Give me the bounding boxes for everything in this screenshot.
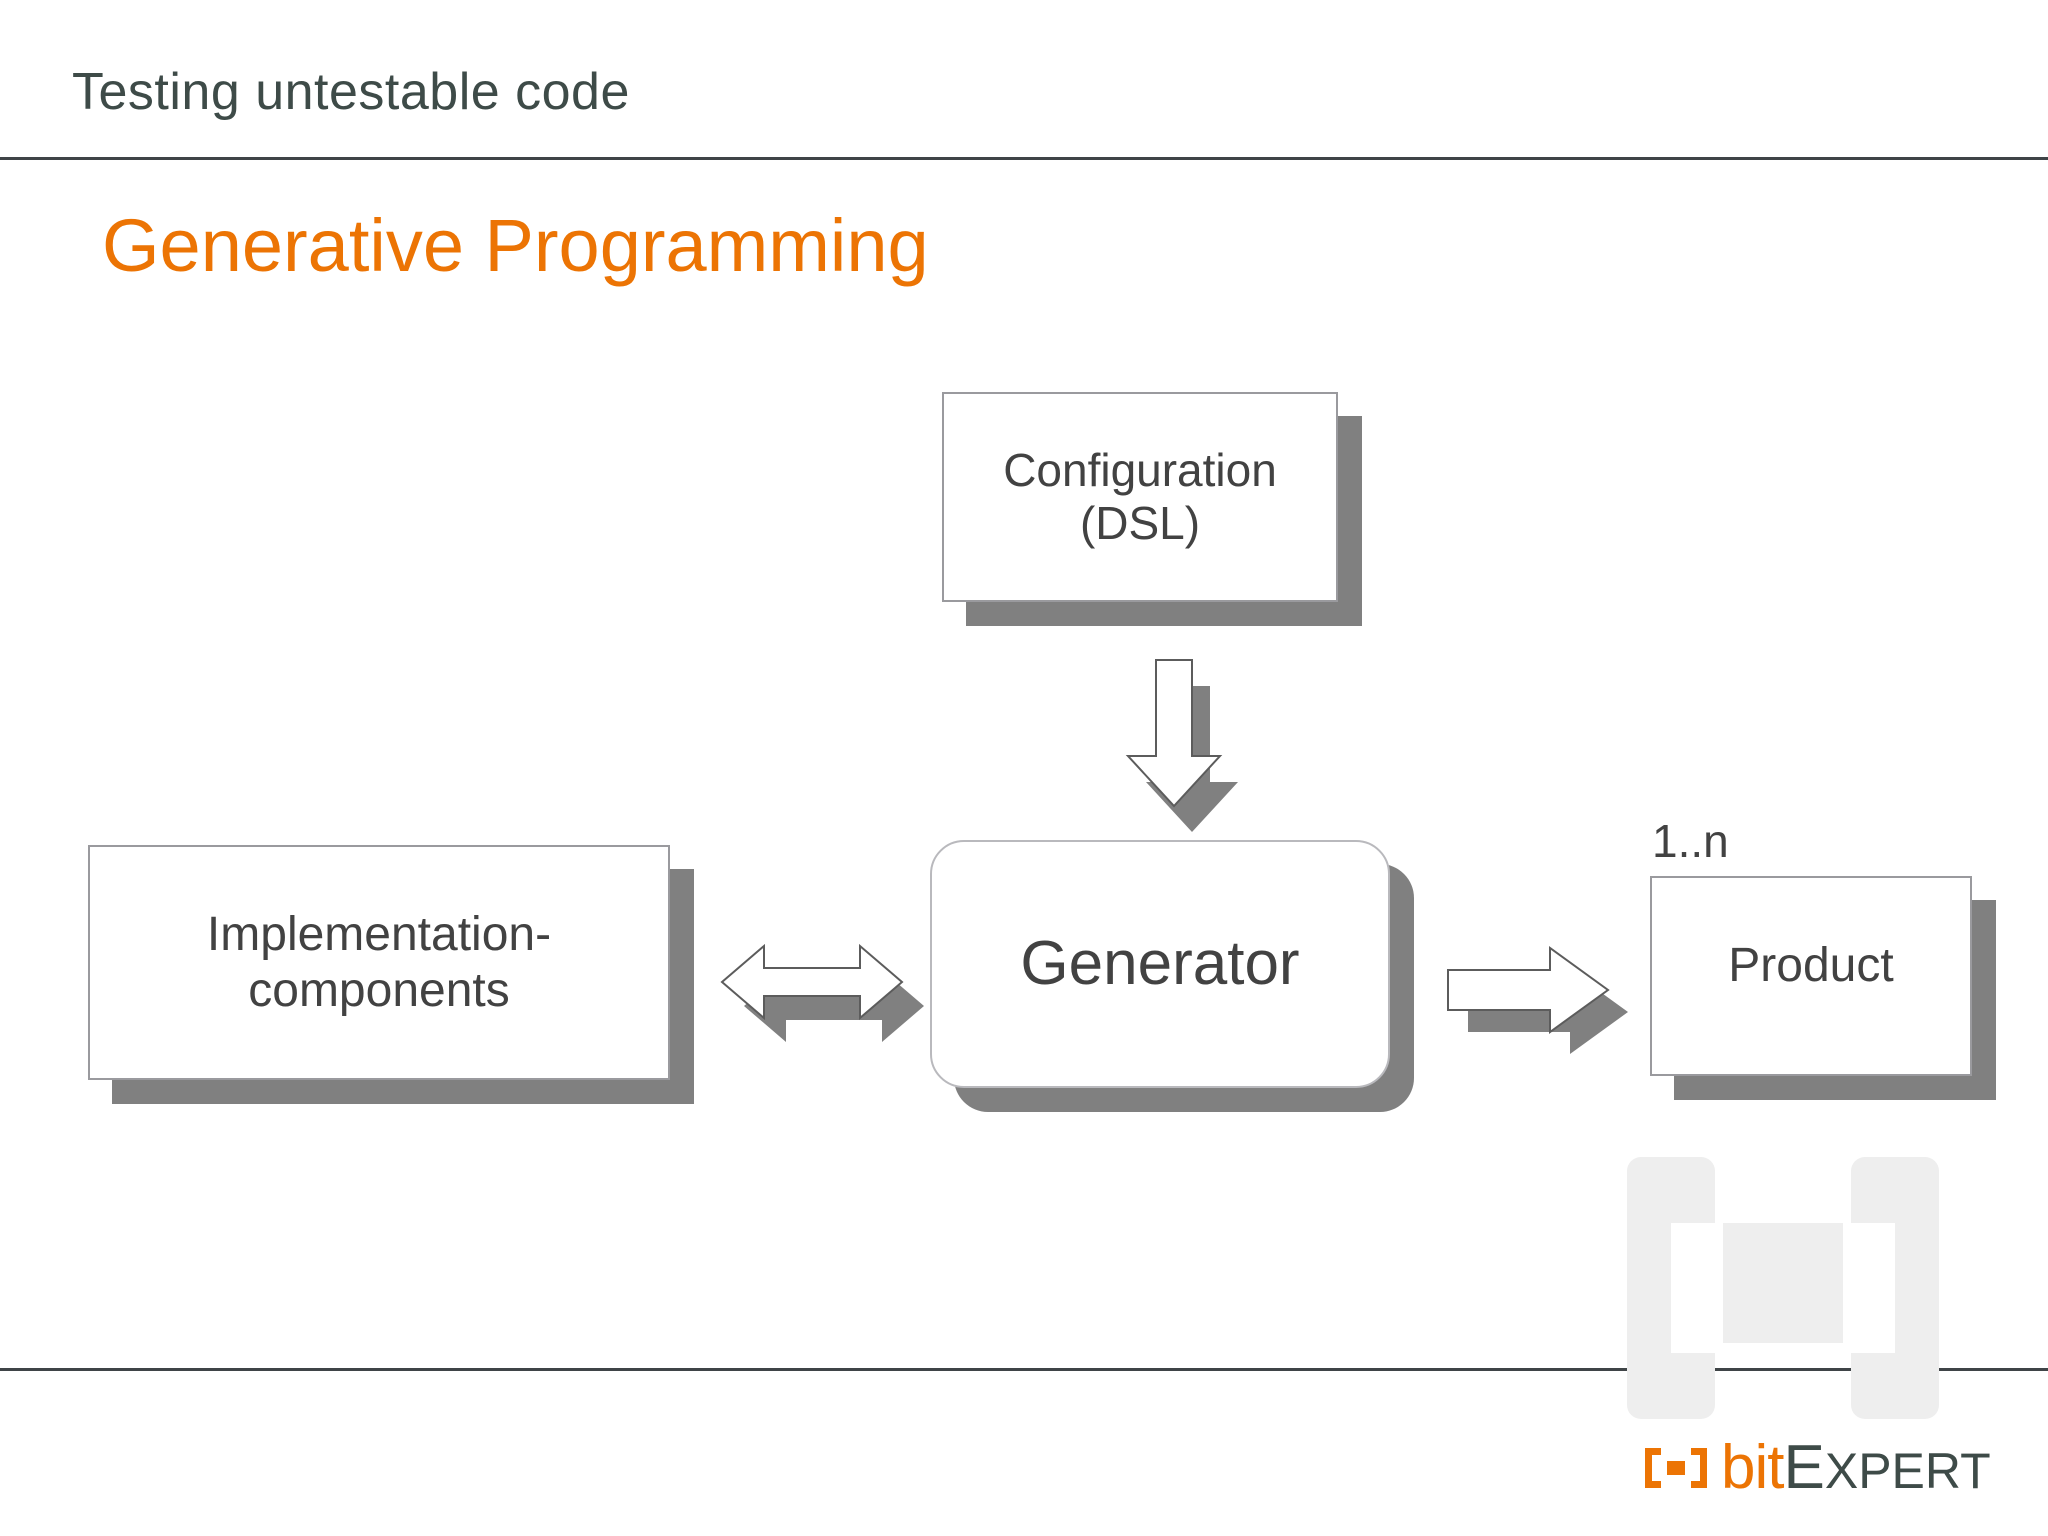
box-body: Generator [930, 840, 1390, 1088]
bitexpert-bracket-watermark-icon [1627, 1157, 1939, 1419]
config-box-line-1: Configuration [1003, 443, 1277, 496]
logo-bracket-right [1691, 1448, 1707, 1488]
bitexpert-logo: bit Expert [1645, 1430, 1991, 1506]
configuration-dsl-box: Configuration (DSL) [942, 392, 1362, 626]
logo-text-bit: bit [1721, 1433, 1784, 1502]
box-body: Implementation- components [88, 845, 670, 1080]
footer-divider [0, 1368, 2048, 1371]
slide-header-title: Testing untestable code [72, 63, 630, 121]
box-label: Configuration (DSL) [1003, 444, 1277, 551]
logo-dot [1667, 1461, 1685, 1475]
generator-box: Generator [930, 840, 1414, 1112]
logo-text-expert: Expert [1783, 1437, 1990, 1499]
product-multiplicity-label: 1..n [1652, 815, 1729, 867]
logo-text-expert-cap: E [1783, 1433, 1825, 1502]
impl-box-line-2: components [248, 963, 510, 1017]
impl-box-line-1: Implementation- [206, 907, 552, 961]
logo-text-expert-rest: xpert [1824, 1443, 1991, 1499]
header-divider [0, 157, 2048, 160]
generator-box-label: Generator [1020, 929, 1300, 999]
bidirectional-arrow-icon [712, 938, 924, 1046]
box-body: Product [1650, 876, 1972, 1076]
watermark-core-square [1723, 1223, 1843, 1343]
down-arrow-icon [1125, 659, 1238, 832]
box-body: Configuration (DSL) [942, 392, 1338, 602]
box-label: Implementation- components [207, 907, 551, 1018]
product-box-label: Product [1728, 939, 1894, 992]
bracket-dot-icon [1645, 1448, 1707, 1488]
page-title: Generative Programming [102, 204, 929, 287]
right-arrow-icon [1447, 946, 1628, 1054]
product-box: Product [1650, 876, 1996, 1100]
implementation-components-box: Implementation- components [88, 845, 694, 1104]
watermark-notch-right [1851, 1223, 1895, 1353]
watermark-notch-left [1671, 1223, 1715, 1353]
config-box-line-2: (DSL) [1079, 497, 1201, 549]
logo-bracket-left [1645, 1448, 1661, 1488]
